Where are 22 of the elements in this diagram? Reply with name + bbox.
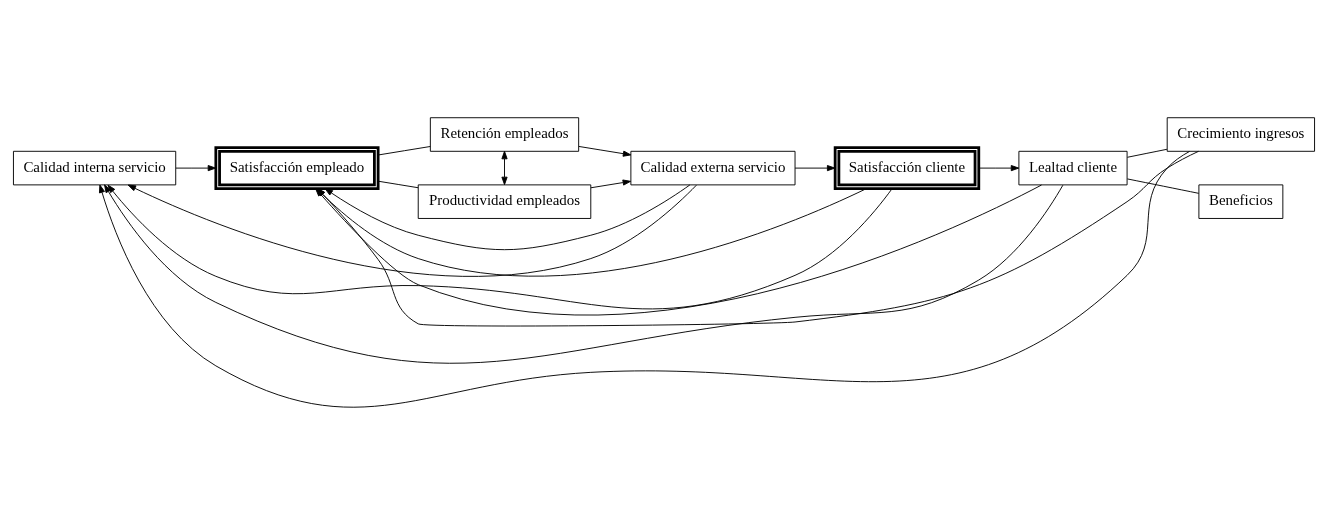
arrow [127, 184, 697, 277]
arrow [107, 184, 893, 310]
arrow [324, 184, 691, 251]
arrow [794, 165, 836, 172]
connector [1126, 178, 1200, 194]
node-box: Beneficios [1198, 184, 1284, 219]
arrow [104, 184, 1064, 364]
connector [377, 146, 431, 156]
arrow [99, 150, 1190, 408]
arrow [578, 146, 632, 157]
arrow [590, 179, 632, 189]
connector [1126, 148, 1168, 158]
arrow [978, 165, 1020, 172]
node-box: Calidad externa servicio [630, 150, 796, 186]
node-box: Productividad empleados [417, 184, 592, 219]
node-box: Calidad interna servicio [12, 150, 177, 186]
node-box: Lealtad cliente [1018, 150, 1128, 186]
node-box: Crecimiento ingresos [1166, 117, 1316, 152]
arrow [501, 150, 508, 186]
arrow [175, 165, 217, 172]
connector [377, 180, 419, 189]
node-box: Retención empleados [429, 117, 580, 152]
